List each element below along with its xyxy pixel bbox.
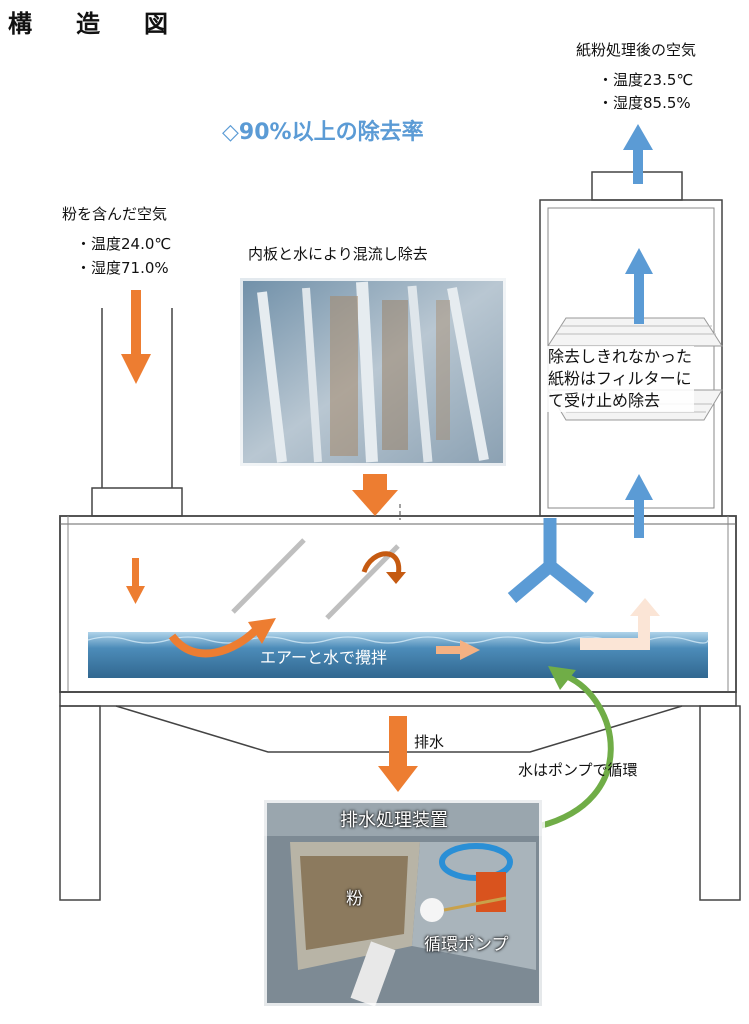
swirl-arrow [168, 627, 259, 658]
tower-up-arrow-top [625, 248, 653, 324]
peach-up-arrow [580, 598, 660, 650]
inlet-humidity: ・湿度71.0% [76, 259, 169, 277]
outlet-heading: 紙粉処理後の空気 [576, 41, 697, 59]
drain-label: 排水 [414, 733, 445, 751]
inlet-heading: 粉を含んだ空気 [62, 205, 168, 223]
swirl-arrow-head [248, 618, 276, 644]
photo-down-arrow [352, 474, 398, 516]
baffle-plate [325, 544, 400, 620]
inner-plate-caption: 内板と水により混流し除去 [248, 245, 428, 263]
mixing-swirl-arrow [361, 551, 402, 577]
stir-right-arrow [436, 640, 480, 660]
pump-circulation-arrow-head [548, 666, 576, 690]
tower-up-arrow-bottom [625, 474, 653, 538]
powder-label: 粉 [346, 889, 363, 909]
outlet-tower [539, 171, 723, 517]
removal-rate-label: ◇90%以上の除去率 [222, 120, 424, 145]
filter-caption-line: 紙粉はフィルターに [548, 369, 692, 388]
pump-caption: 水はポンプで循環 [518, 761, 638, 779]
baffle-plate [231, 538, 306, 614]
drain-arrow [378, 716, 418, 792]
filter-caption-line: 除去しきれなかった [548, 347, 693, 366]
drain-device-title: 排水処理装置 [340, 810, 448, 831]
mixing-swirl-arrow-head [386, 572, 406, 584]
filter-caption-line: て受け止め除去 [548, 391, 661, 410]
page-title: 構 造 図 [8, 10, 178, 38]
pump-circulation-arrow [539, 673, 614, 829]
inlet-flow-arrow [121, 290, 151, 384]
outlet-temperature: ・温度23.5℃ [598, 71, 694, 89]
filter-caption: 除去しきれなかった 紙粉はフィルターに て受け止め除去 [546, 346, 695, 412]
outlet-up-arrow [623, 124, 653, 184]
y-junction-pipe [507, 518, 595, 604]
outlet-humidity: ・湿度85.5% [598, 94, 691, 112]
inner-plate-photo [237, 275, 509, 469]
stir-caption: エアーと水で攪拌 [260, 648, 388, 667]
circulation-pump-label: 循環ポンプ [424, 935, 509, 955]
tank-down-arrow [126, 558, 145, 604]
inlet-temperature: ・温度24.0℃ [76, 235, 172, 253]
drain-device-photo [261, 797, 545, 1009]
